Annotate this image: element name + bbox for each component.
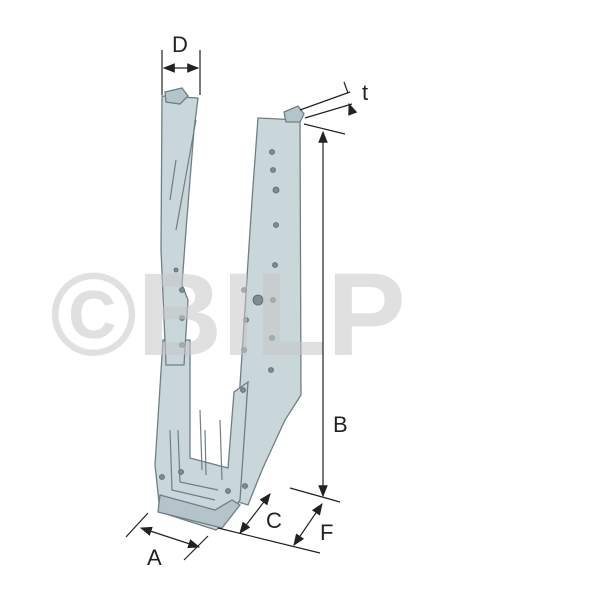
seat-ribs [169,409,223,501]
label-c: C [266,508,282,533]
dimension-f: F [293,503,333,546]
label-a: A [147,545,162,570]
right-strap-tab [283,105,305,123]
joist-hanger [154,87,305,531]
left-strap-fold [169,119,197,231]
label-b: B [333,412,348,437]
watermark: ©BILP [50,249,406,381]
dimension-a: A [125,512,209,570]
dimension-d: D [161,32,201,95]
label-t: t [362,80,368,105]
label-f: F [320,520,333,545]
left-strap [160,95,199,366]
right-strap [231,117,302,506]
left-strap-tab [164,87,189,105]
label-d: D [172,32,188,57]
dimension-b: B [289,123,348,503]
nail-holes [159,149,280,494]
dimension-c: C [217,493,321,554]
dimension-t: t [299,80,368,119]
